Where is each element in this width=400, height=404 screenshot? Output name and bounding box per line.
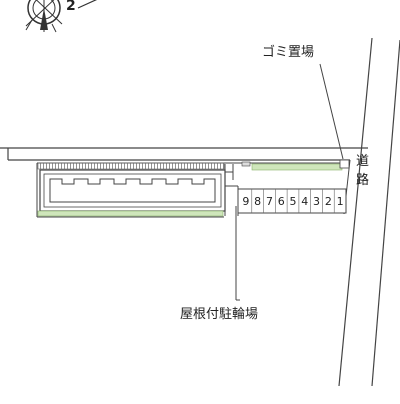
road-edge-left xyxy=(338,37,373,387)
road-edge-right xyxy=(371,39,400,387)
greenery-top xyxy=(251,163,343,171)
parking-slot-number: 9 xyxy=(242,195,249,208)
parking-slot-number: 5 xyxy=(290,195,297,208)
garbage-leader-line xyxy=(319,63,344,160)
parking-slot-number: 4 xyxy=(301,195,308,208)
bike-parking-label: 屋根付駐輪場 xyxy=(180,306,258,322)
road-label-char-2: 路 xyxy=(356,172,369,188)
parking-slot-number: 8 xyxy=(254,195,261,208)
parking-slot-number: 2 xyxy=(325,195,332,208)
hatch-strip xyxy=(37,162,225,170)
parking-slot-number: 1 xyxy=(337,195,344,208)
parking-slot-number: 3 xyxy=(313,195,320,208)
compass-icon xyxy=(25,0,63,33)
parking-slot-number: 6 xyxy=(278,195,285,208)
garbage-label: ゴミ置場 xyxy=(262,44,314,60)
garbage-box xyxy=(339,159,350,169)
road-label-char-1: 道 xyxy=(356,154,369,169)
greenery-bottom xyxy=(37,210,224,217)
parking-slot-number: 7 xyxy=(266,195,273,208)
building xyxy=(39,169,226,212)
bike-parking-area xyxy=(237,188,347,214)
compass-label: 2 xyxy=(66,0,76,14)
